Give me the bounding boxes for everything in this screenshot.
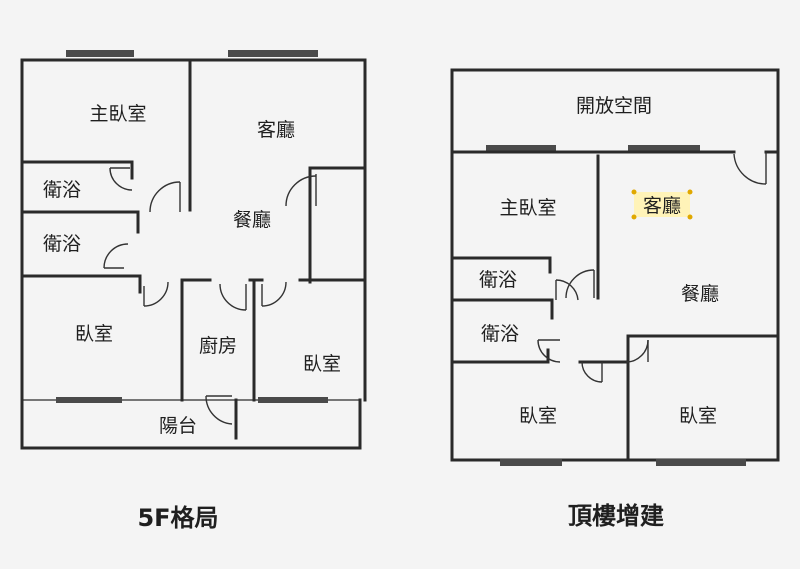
label-bathroom-1-5f: 衛浴 (43, 179, 81, 201)
label-master-bedroom-5f: 主臥室 (89, 103, 146, 125)
label-bedroom-1-5f: 臥室 (75, 323, 113, 345)
floor-5-plan: 主臥室 客廳 餐廳 衛浴 衛浴 臥室 廚房 臥室 陽台 5F格局 (20, 50, 367, 532)
label-open-space-rooftop: 開放空間 (576, 95, 652, 117)
label-dining-room-rooftop: 餐廳 (681, 283, 719, 305)
rooftop-doors (537, 152, 767, 383)
label-bathroom-2-5f: 衛浴 (43, 233, 81, 255)
label-living-room-rooftop: 客廳 (643, 195, 681, 217)
rooftop-interior-walls (450, 150, 780, 462)
caption-rooftop: 頂樓增建 (568, 502, 664, 530)
label-dining-room-5f: 餐廳 (233, 209, 271, 231)
label-balcony-5f: 陽台 (159, 415, 197, 437)
label-bedroom-2-5f: 臥室 (303, 353, 341, 375)
label-kitchen-5f: 廚房 (199, 334, 237, 357)
floor-5-windows (56, 50, 328, 403)
label-master-bedroom-rooftop: 主臥室 (499, 197, 556, 219)
floor-5-interior-walls (20, 58, 367, 440)
label-bathroom-2-rooftop: 衛浴 (481, 323, 519, 345)
rooftop-windows (486, 145, 746, 466)
living-room-highlight (631, 189, 693, 220)
label-bedroom-2-rooftop: 臥室 (679, 405, 717, 427)
label-living-room-5f: 客廳 (257, 119, 295, 141)
rooftop-plan: 開放空間 主臥室 客廳 餐廳 衛浴 衛浴 臥室 臥室 頂樓增建 (450, 68, 780, 530)
label-bathroom-1-rooftop: 衛浴 (479, 269, 517, 291)
floor-5-doors (103, 167, 317, 425)
caption-5f: 5F格局 (137, 504, 218, 532)
label-bedroom-1-rooftop: 臥室 (519, 405, 557, 427)
